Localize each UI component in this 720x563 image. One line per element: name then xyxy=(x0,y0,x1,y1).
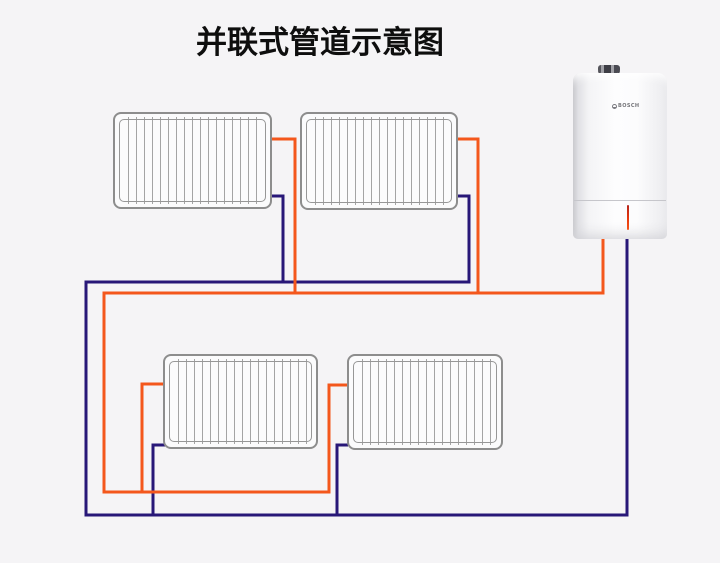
page-title: 并联式管道示意图 xyxy=(196,25,444,61)
supply-pipe xyxy=(270,137,297,293)
radiator-fins xyxy=(308,117,450,205)
radiator-bottom-right xyxy=(347,354,503,450)
radiator-bottom-left xyxy=(163,354,318,449)
return-pipe xyxy=(151,443,165,515)
return-pipe xyxy=(84,194,629,517)
radiator-top-right xyxy=(300,112,458,210)
return-pipe xyxy=(270,194,285,282)
boiler-indicator-light xyxy=(627,205,629,230)
boiler-panel-seam xyxy=(574,200,666,201)
radiator-frame xyxy=(169,361,312,442)
bosch-logo: BOSCH xyxy=(612,103,640,110)
flue-icon xyxy=(598,65,620,73)
radiator-fins xyxy=(355,359,495,445)
radiator-fins xyxy=(171,359,310,444)
radiator-frame xyxy=(119,119,266,202)
supply-pipe xyxy=(456,137,480,293)
bosch-armature-icon xyxy=(612,104,617,109)
return-pipe xyxy=(335,443,348,515)
supply-pipe xyxy=(102,239,605,494)
bosch-logo-text: BOSCH xyxy=(618,103,640,109)
radiator-fins xyxy=(121,117,264,204)
radiator-top-left xyxy=(113,112,272,209)
radiator-frame xyxy=(306,119,452,203)
radiator-frame xyxy=(353,361,497,443)
boiler-body: BOSCH xyxy=(573,73,667,239)
supply-pipe xyxy=(140,382,165,492)
boiler: BOSCH xyxy=(573,62,667,239)
